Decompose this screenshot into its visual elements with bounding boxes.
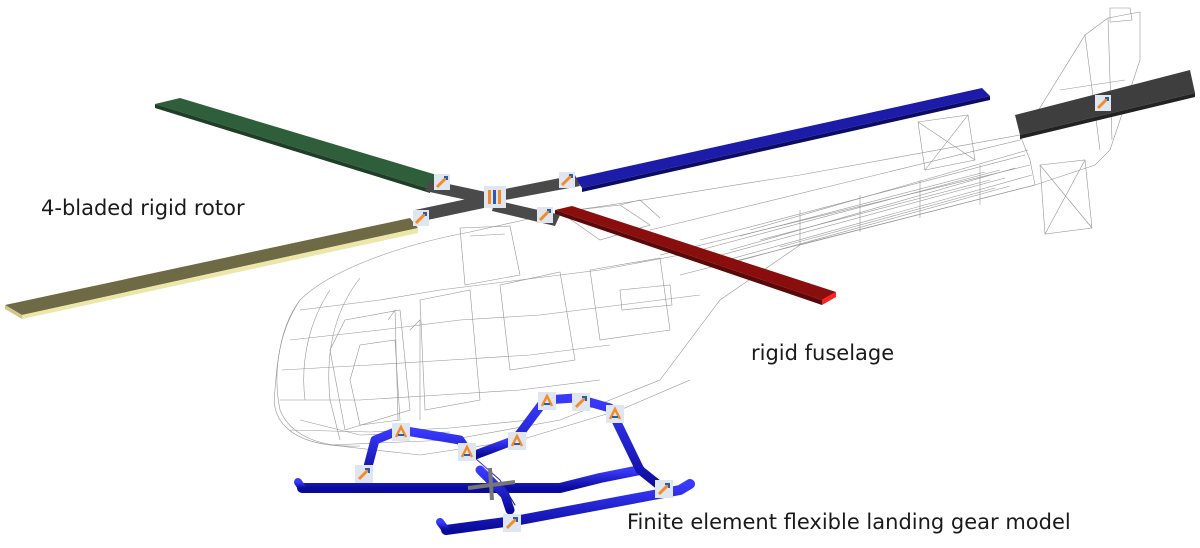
joint-marker-icon xyxy=(538,392,556,410)
hub-marker-icon xyxy=(484,186,506,208)
joint-marker-icon xyxy=(559,172,575,188)
landing-gear-label: Finite element flexible landing gear mod… xyxy=(627,510,1071,534)
joint-marker-icon xyxy=(508,432,526,450)
rotor-blade-blue xyxy=(575,88,990,192)
joint-marker-icon xyxy=(606,405,624,423)
rotor-blade-green xyxy=(155,98,440,193)
joint-markers xyxy=(355,95,1111,532)
joint-marker-icon xyxy=(572,393,590,411)
joint-marker-icon xyxy=(458,443,476,461)
rotor-label: 4-bladed rigid rotor xyxy=(41,196,245,220)
skid-strut xyxy=(467,467,516,501)
joint-marker-icon xyxy=(1095,95,1111,111)
fuselage-label: rigid fuselage xyxy=(751,341,895,365)
joint-marker-icon xyxy=(434,174,450,190)
joint-marker-icon xyxy=(413,210,429,226)
joint-marker-icon xyxy=(655,480,673,498)
joint-marker-icon xyxy=(392,423,410,441)
joint-marker-icon xyxy=(537,207,553,223)
rotor-blade-olive xyxy=(5,218,418,319)
joint-marker-icon xyxy=(355,465,373,483)
rotor-blade-red xyxy=(555,206,836,305)
joint-marker-icon xyxy=(503,514,521,532)
